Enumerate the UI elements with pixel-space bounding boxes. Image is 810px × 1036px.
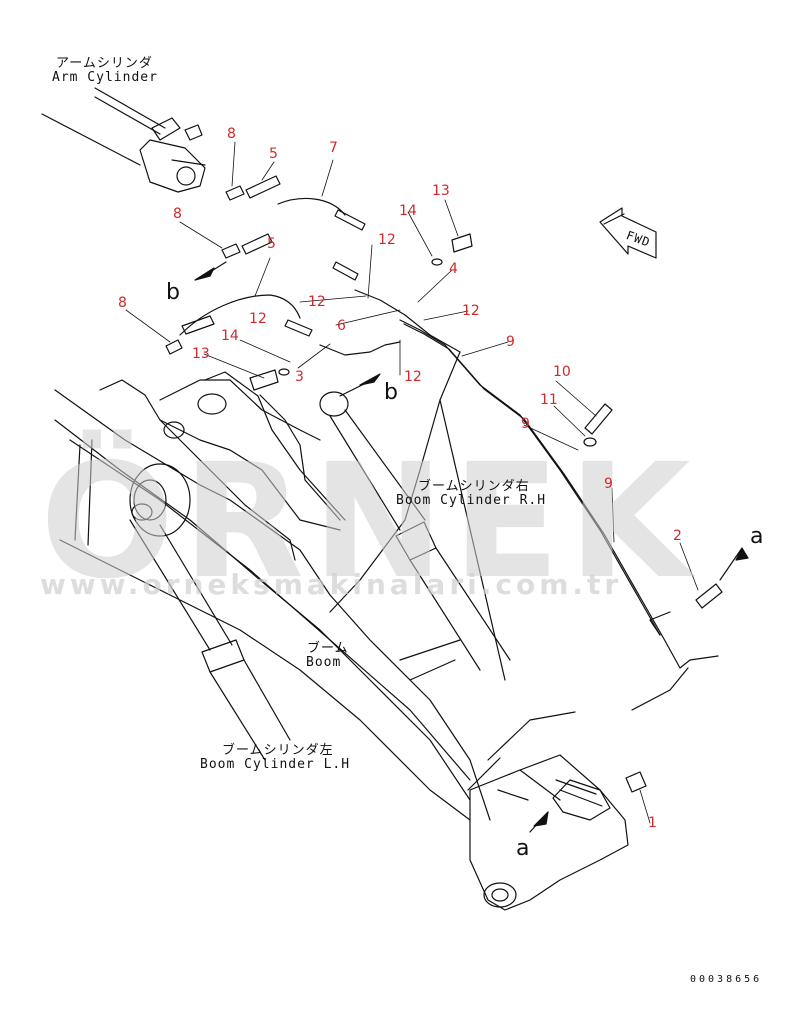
- view-b-marker-2: b: [384, 380, 398, 405]
- boom-cylinder-lh-label-en: Boom Cylinder L.H: [200, 757, 351, 772]
- callout-number: 2: [673, 528, 682, 544]
- callout-number: 11: [540, 392, 558, 408]
- callout-number: 14: [221, 328, 239, 344]
- callout-number: 14: [399, 203, 417, 219]
- wiring-harness: [179, 198, 719, 791]
- callout-number: 12: [404, 369, 422, 385]
- arm-cylinder-drawing: [41, 87, 206, 193]
- view-b-marker-1: b: [166, 280, 180, 305]
- boom-body: [54, 371, 629, 911]
- callout-number: 12: [249, 311, 267, 327]
- callout-number: 9: [521, 416, 530, 432]
- callout-number: 13: [432, 183, 450, 199]
- callout-number: 1: [648, 815, 657, 831]
- arm-cylinder-label-jp: アームシリンダ: [56, 56, 153, 71]
- boom-cylinder-rh-label-en: Boom Cylinder R.H: [396, 493, 547, 508]
- callout-number: 7: [329, 140, 338, 156]
- fwd-arrow-symbol: [599, 207, 657, 259]
- boom-cylinder-lh-label-jp: ブームシリンダ左: [222, 743, 334, 758]
- view-a-marker-1: a: [750, 524, 764, 549]
- boom-label-en: Boom: [306, 655, 342, 670]
- watermark-logo: ÖRNEK: [40, 430, 699, 614]
- boom-cylinder-lh-drawing: [129, 463, 291, 761]
- callout-number: 12: [378, 232, 396, 248]
- arm-cylinder-label-en: Arm Cylinder: [52, 70, 158, 85]
- callout-number: 3: [295, 369, 304, 385]
- boom-cylinder-rh-drawing: [319, 391, 511, 671]
- callout-number: 9: [506, 334, 515, 350]
- callout-number: 8: [118, 295, 127, 311]
- callout-number: 12: [308, 294, 326, 310]
- callout-number: 4: [449, 261, 458, 277]
- callout-number: 13: [192, 346, 210, 362]
- callout-number: 12: [462, 303, 480, 319]
- callout-number: 8: [227, 126, 236, 142]
- boom-label-jp: ブーム: [307, 641, 349, 656]
- callout-number: 10: [553, 364, 571, 380]
- leader-lines: [125, 141, 699, 824]
- watermark-url: www.orneksmakinalari.com.tr: [40, 568, 623, 601]
- boom-cylinder-rh-label-jp: ブームシリンダ右: [418, 479, 530, 494]
- callout-number: 5: [269, 146, 278, 162]
- view-arrows: [194, 261, 749, 833]
- view-a-marker-2: a: [516, 836, 530, 861]
- callout-number: 6: [337, 318, 346, 334]
- document-id: 00038656: [690, 974, 763, 985]
- callout-number: 9: [604, 476, 613, 492]
- callout-number: 5: [267, 236, 276, 252]
- callout-number: 8: [173, 206, 182, 222]
